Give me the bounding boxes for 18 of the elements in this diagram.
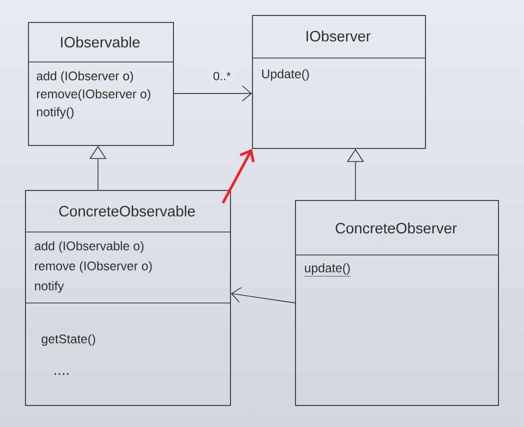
method-text: Update() <box>262 69 309 81</box>
method-text: add (IObservable o) <box>34 241 144 253</box>
class-name: IObserver <box>306 30 371 42</box>
method-text: update() <box>304 263 351 276</box>
multiplicity-label: 0..* <box>212 70 232 82</box>
method-text: notify() <box>37 107 74 119</box>
arrow <box>222 148 255 204</box>
method-text: add (IObserver o) <box>36 71 133 83</box>
association-arrow <box>174 86 252 102</box>
class-name: IObservable <box>61 36 140 48</box>
class-name: ConcreteObservable <box>59 206 195 216</box>
method-text: getState() <box>42 334 96 346</box>
ellipsis-text: .... <box>54 373 68 375</box>
method-text: notify <box>35 281 64 293</box>
class-name: ConcreteObserver <box>336 222 457 234</box>
arrow <box>230 287 296 304</box>
method-text: remove (IObserver o) <box>35 261 152 273</box>
method-text: remove(IObserver o) <box>37 89 150 101</box>
